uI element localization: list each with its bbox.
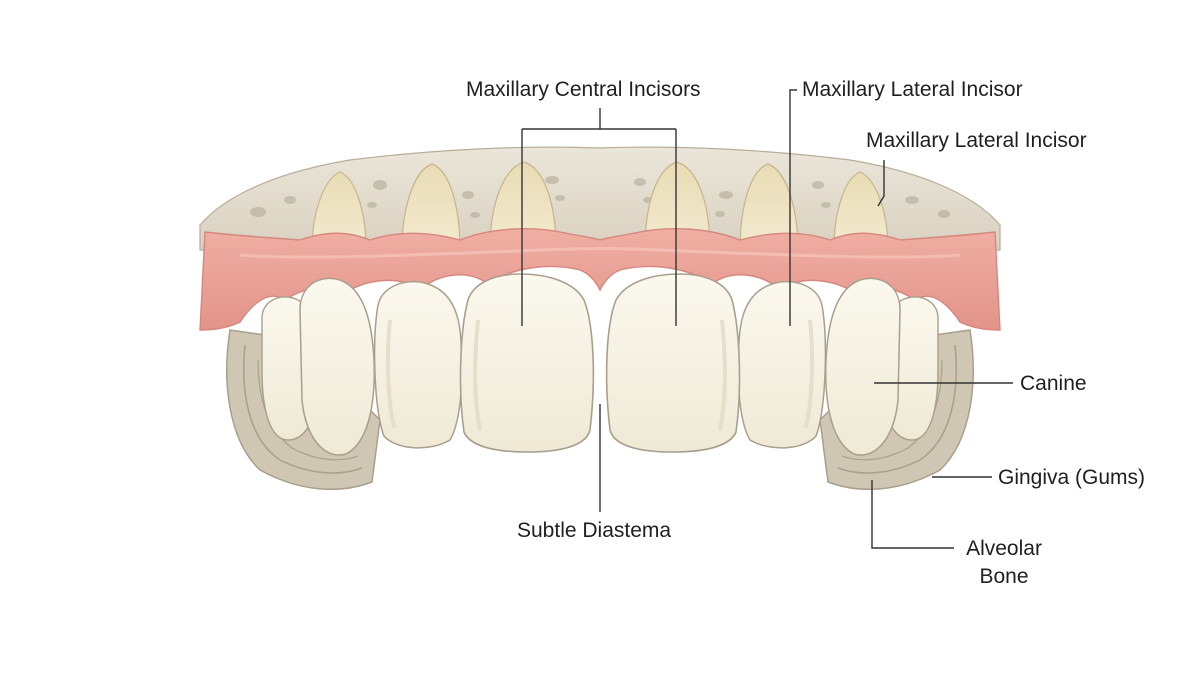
canines xyxy=(299,277,901,456)
tooth-central-incisor-right xyxy=(605,273,741,453)
central-incisors xyxy=(459,273,741,453)
tooth-lateral-incisor-right xyxy=(737,280,827,449)
tooth-roots xyxy=(311,161,889,251)
label-canine: Canine xyxy=(1020,372,1087,395)
label-maxillary-lateral-incisor-1: Maxillary Lateral Incisor xyxy=(802,78,1023,101)
tooth-central-incisor-left xyxy=(459,273,595,453)
bone-pores xyxy=(250,176,950,218)
label-maxillary-lateral-incisor-2: Maxillary Lateral Incisor xyxy=(866,129,1087,152)
leader-central-incisors xyxy=(521,108,677,326)
label-maxillary-central-incisors: Maxillary Central Incisors xyxy=(466,78,701,101)
leader-lateral-incisor-2 xyxy=(877,160,885,207)
gingiva-highlight xyxy=(239,247,961,259)
lateral-incisors xyxy=(373,280,827,449)
label-gingiva: Gingiva (Gums) xyxy=(998,466,1146,489)
leader-alveolar-bone xyxy=(871,480,954,549)
leader-lateral-incisor-1 xyxy=(789,89,797,326)
tooth-lateral-incisor-left xyxy=(373,280,463,449)
label-alveolar-bone-line1: Alveolar xyxy=(966,537,1042,560)
tooth-canine-right xyxy=(825,277,901,456)
label-alveolar-bone: Alveolar Bone xyxy=(962,535,1046,591)
tooth-shading xyxy=(385,319,815,431)
leader-lines xyxy=(521,89,1013,549)
label-alveolar-bone-line2: Bone xyxy=(979,565,1029,588)
tooth-canine-left xyxy=(299,277,375,456)
label-subtle-diastema: Subtle Diastema xyxy=(517,519,672,542)
